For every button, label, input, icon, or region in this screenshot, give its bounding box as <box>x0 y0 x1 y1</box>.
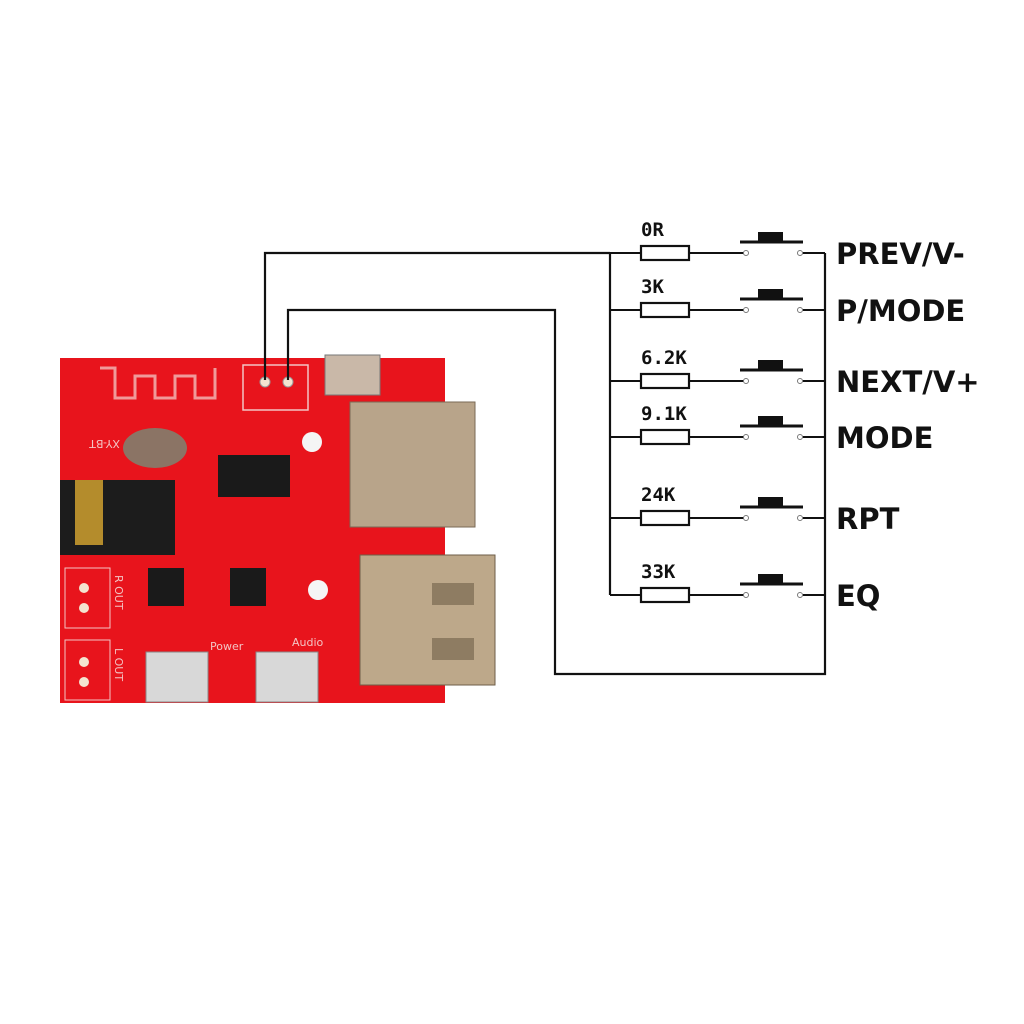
switch-terminal <box>743 434 749 440</box>
switch-terminal <box>797 378 803 384</box>
resistor-value: 0R <box>641 219 664 241</box>
button-label: PREV/V- <box>836 237 965 271</box>
button-row: 33K EQ <box>610 561 880 613</box>
resistor-value: 6.2K <box>641 347 687 369</box>
l-out-pad-1 <box>79 657 89 667</box>
antenna-trace <box>100 366 217 400</box>
resistor-value: 24K <box>641 484 676 506</box>
switch-terminal <box>797 434 803 440</box>
switch-terminal <box>743 250 749 256</box>
micro-usb-audio <box>255 651 319 703</box>
button-row: 0R PREV/V- <box>610 219 965 271</box>
usb-slot-1 <box>432 583 474 605</box>
switch-terminal <box>743 592 749 598</box>
button-label: RPT <box>836 502 900 536</box>
l-out-pad-2 <box>79 677 89 687</box>
switch-terminal <box>797 250 803 256</box>
switch-terminal <box>743 307 749 313</box>
button-rows: 0R PREV/V- 3K P/MODE 6.2K NEXT/V+ 9.1K MODE 24K R… <box>610 219 980 613</box>
mount-hole-1 <box>302 432 322 452</box>
resistor-value: 33K <box>641 561 676 583</box>
switch-component <box>324 354 381 396</box>
switch-terminal <box>743 378 749 384</box>
crystal-oscillator <box>123 428 187 468</box>
wire-ground-line <box>286 253 827 676</box>
micro-usb-power <box>145 651 209 703</box>
button-row: 6.2K NEXT/V+ <box>610 347 980 399</box>
mount-hole-2 <box>308 580 328 600</box>
switch-terminal <box>743 515 749 521</box>
usb-port <box>359 554 496 686</box>
resistor <box>639 372 691 390</box>
pcb-board: XY-BT Power Audio R OUT L OUT <box>60 354 496 703</box>
button-row: 3K P/MODE <box>610 276 965 328</box>
silk-model: XY-BT <box>89 437 120 450</box>
resistor <box>639 244 691 262</box>
button-label: MODE <box>836 421 933 455</box>
resistor <box>639 301 691 319</box>
r-out-pad-1 <box>79 583 89 593</box>
silk-r-out: R OUT <box>112 575 125 610</box>
usb-slot-2 <box>432 638 474 660</box>
switch-terminal <box>797 592 803 598</box>
push-button-icon <box>758 232 783 242</box>
button-row: 9.1K MODE <box>610 403 933 455</box>
switch-terminal <box>797 515 803 521</box>
resistor-value: 9.1K <box>641 403 687 425</box>
silk-power: Power <box>210 640 244 653</box>
silk-audio: Audio <box>292 636 324 649</box>
audio-jack-pin <box>75 480 103 545</box>
push-button-icon <box>758 416 783 426</box>
push-button-icon <box>758 497 783 507</box>
push-button-icon <box>758 289 783 299</box>
resistor <box>639 428 691 446</box>
button-row: 24K RPT <box>610 484 900 536</box>
button-label: EQ <box>836 579 880 613</box>
resistor <box>639 509 691 527</box>
button-label: P/MODE <box>836 294 965 328</box>
switch-terminal <box>797 307 803 313</box>
tf-card-slot <box>349 401 476 528</box>
wire-key-line <box>263 251 610 380</box>
push-button-icon <box>758 574 783 584</box>
r-out-pad-2 <box>79 603 89 613</box>
key-connector-outline <box>242 364 309 411</box>
main-chip <box>218 455 290 497</box>
l-out-connector <box>64 639 111 701</box>
amp-chip-1 <box>148 568 184 606</box>
push-button-icon <box>758 360 783 370</box>
resistor-value: 3K <box>641 276 664 298</box>
amp-chip-2 <box>230 568 266 606</box>
silk-l-out: L OUT <box>112 648 125 681</box>
resistor <box>639 586 691 604</box>
r-out-connector <box>64 567 111 629</box>
button-label: NEXT/V+ <box>836 365 980 399</box>
